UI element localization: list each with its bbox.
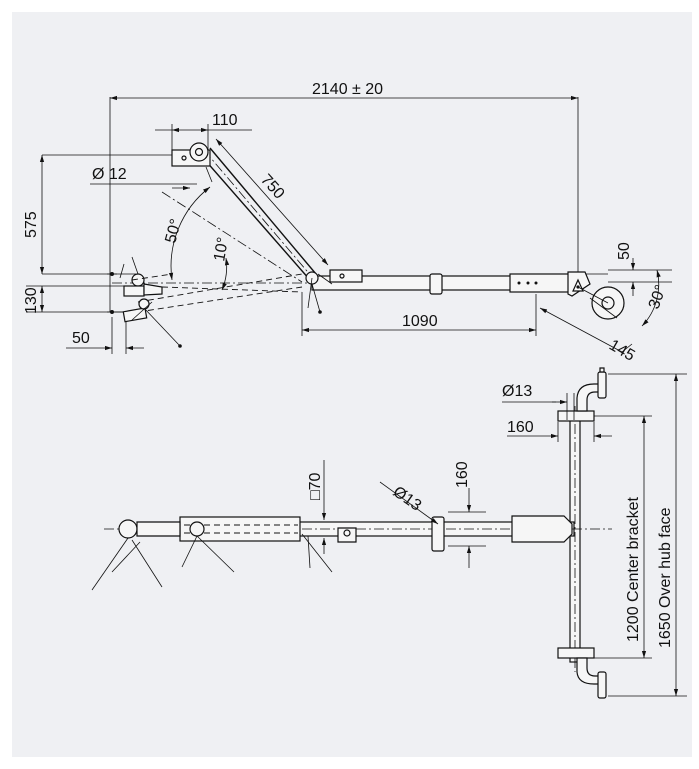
pin-diameter-label: Ø 12 (92, 166, 127, 183)
angle-30-label: 30° (646, 283, 670, 312)
arm-length-label: 750 (257, 171, 288, 202)
front-hitch-icon (118, 519, 138, 539)
top-hub-icon (597, 371, 607, 399)
height-130-label: 130 (23, 287, 40, 314)
radius-145-label: 145 (606, 337, 638, 365)
height-50-label: 50 (616, 242, 633, 260)
overall-length-label: 2140 ± 20 (312, 81, 383, 98)
angle-50-label: 50° (162, 217, 185, 245)
tube-square-70-label: □70 (307, 472, 324, 500)
side-view: 2140 ± 20 110 Ø 12 575 130 50 (23, 81, 672, 365)
bracket-width-label: 110 (212, 112, 238, 129)
drawing-sheet: 2140 ± 20 110 Ø 12 575 130 50 (12, 12, 692, 757)
axle-bracket (511, 515, 573, 543)
angle-10-label: 10° (211, 236, 232, 263)
offset-50-label: 50 (72, 330, 90, 347)
center-bracket-label: 1200 Center bracket (625, 496, 642, 642)
width-160-left-label: 160 (507, 419, 534, 436)
length-1090-label: 1090 (402, 313, 438, 330)
over-hub-face-label: 1650 Over hub face (657, 507, 674, 648)
top-view: Ø13 160 □70 Ø13 160 1200 Center bracket … (91, 367, 687, 699)
width-160-label: 160 (454, 461, 471, 488)
hole-diameter-13-label: Ø13 (502, 383, 532, 400)
arm-length-dimension-line (215, 138, 329, 266)
bottom-hub-icon (597, 671, 607, 699)
technical-drawing: 2140 ± 20 110 Ø 12 575 130 50 (23, 81, 687, 699)
height-575-label: 575 (23, 211, 40, 238)
